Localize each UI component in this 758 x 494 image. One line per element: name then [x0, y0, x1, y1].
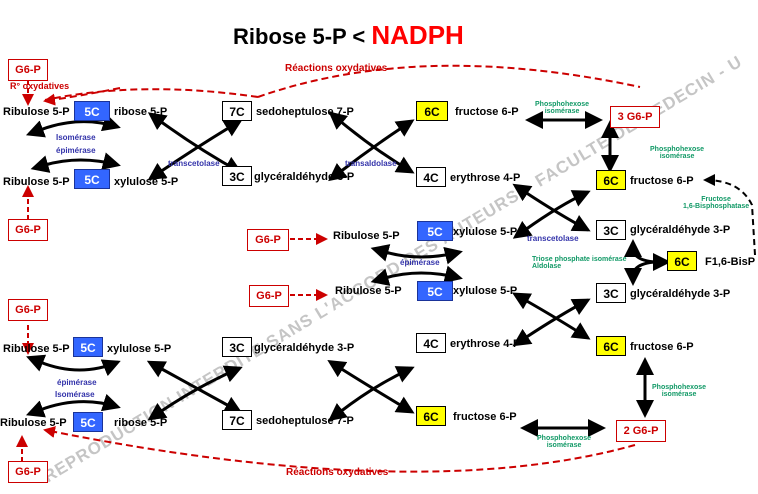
g6p-box: G6-P [249, 285, 289, 307]
carbon-5c-box: 5C [73, 337, 103, 357]
ribulose-5p: Ribulose 5-P [3, 106, 70, 118]
carbon-4c-box: 4C [416, 333, 446, 353]
ribulose-5p: Ribulose 5-P [0, 417, 67, 429]
carbon-3c-box: 3C [222, 337, 252, 357]
carbon-6c-box: 6C [596, 170, 626, 190]
ribulose-5p: Ribulose 5-P [335, 285, 402, 297]
fructose-16-bisp: F1,6-BisP [705, 256, 756, 268]
title-highlight: NADPH [371, 20, 464, 50]
fructose-6p: fructose 6-P [453, 411, 517, 423]
carbon-5c-box: 5C [417, 221, 453, 241]
ribulose-5p: Ribulose 5-P [333, 230, 400, 242]
fructose-6p: fructose 6-P [630, 175, 694, 187]
g6p-box: G6-P [8, 299, 48, 321]
carbon-7c-box: 7C [222, 101, 252, 121]
carbon-6c-box: 6C [416, 406, 446, 426]
erythrose-4p: erythrose 4-P [450, 172, 521, 184]
ribulose-5p: Ribulose 5-P [3, 176, 70, 188]
xylulose-5p: xylulose 5-P [107, 343, 172, 355]
enzyme-epimerase: épimérase [57, 378, 97, 387]
enzyme-epimerase: épimérase [56, 146, 96, 155]
glyceraldehyde-3p: glycéraldéhyde 3-P [630, 288, 731, 300]
enzyme-transaldolase: transaldolase [345, 159, 397, 168]
ribose-5p: ribose 5-P [114, 106, 168, 118]
enzyme-isomerase: Isomérase [56, 133, 96, 142]
carbon-6c-box: 6C [416, 101, 448, 121]
g6p-3-box: 3 G6-P [610, 106, 660, 128]
carbon-5c-box: 5C [73, 412, 103, 432]
sedoheptulose-7p: sedoheptulose 7-P [256, 415, 354, 427]
fructose-6p: fructose 6-P [630, 341, 694, 353]
glyceraldehyde-3p: glycéraldéhyde 3-P [254, 171, 355, 183]
oxidative-label-top: Réactions oxydatives [285, 63, 388, 74]
carbon-7c-box: 7C [222, 410, 252, 430]
erythrose-4p: erythrose 4-P [450, 338, 521, 350]
g6p-box: G6-P [247, 229, 289, 251]
enzyme-transcetolase: transcetolase [527, 234, 579, 243]
title-prefix: Ribose 5-P < [233, 24, 372, 49]
carbon-4c-box: 4C [416, 167, 446, 187]
oxidative-label-bottom: Réactions oxydatives [286, 467, 389, 478]
ribulose-5p: Ribulose 5-P [3, 343, 70, 355]
carbon-5c-box: 5C [417, 281, 453, 301]
oxidative-label-short: R° oxydatives [10, 81, 70, 91]
carbon-5c-box: 5C [74, 169, 110, 189]
g6p-box: G6-P [8, 59, 48, 81]
oxidative-curve-bottom [43, 426, 636, 473]
fructose-6p: fructose 6-P [455, 106, 519, 118]
enzyme-isomerase: Isomérase [55, 390, 95, 399]
enzyme-transcetolase: transcetolase [168, 159, 220, 168]
carbon-5c-box: 5C [74, 101, 110, 121]
enzyme-epimerase: épimérase [400, 258, 440, 267]
glyceraldehyde-3p: glycéraldéhyde 3-P [254, 342, 355, 354]
oxidative-curve-top [44, 64, 641, 101]
page-title: Ribose 5-P < NADPH [233, 20, 464, 51]
xylulose-5p: xylulose 5-P [453, 285, 518, 297]
ribose-5p: ribose 5-P [114, 417, 168, 429]
g6p-box: G6-P [8, 219, 48, 241]
xylulose-5p: xylulose 5-P [114, 176, 179, 188]
carbon-6c-box: 6C [596, 336, 626, 356]
sedoheptulose-7p: sedoheptulose 7-P [256, 106, 354, 118]
carbon-3c-box: 3C [596, 283, 626, 303]
g6p-box: G6-P [8, 461, 48, 483]
xylulose-5p: xylulose 5-P [453, 226, 518, 238]
carbon-6c-box: 6C [667, 251, 697, 271]
carbon-3c-box: 3C [596, 220, 626, 240]
g6p-2-box: 2 G6-P [616, 420, 666, 442]
glyceraldehyde-3p: glycéraldéhyde 3-P [630, 224, 731, 236]
carbon-3c-box: 3C [222, 166, 252, 186]
